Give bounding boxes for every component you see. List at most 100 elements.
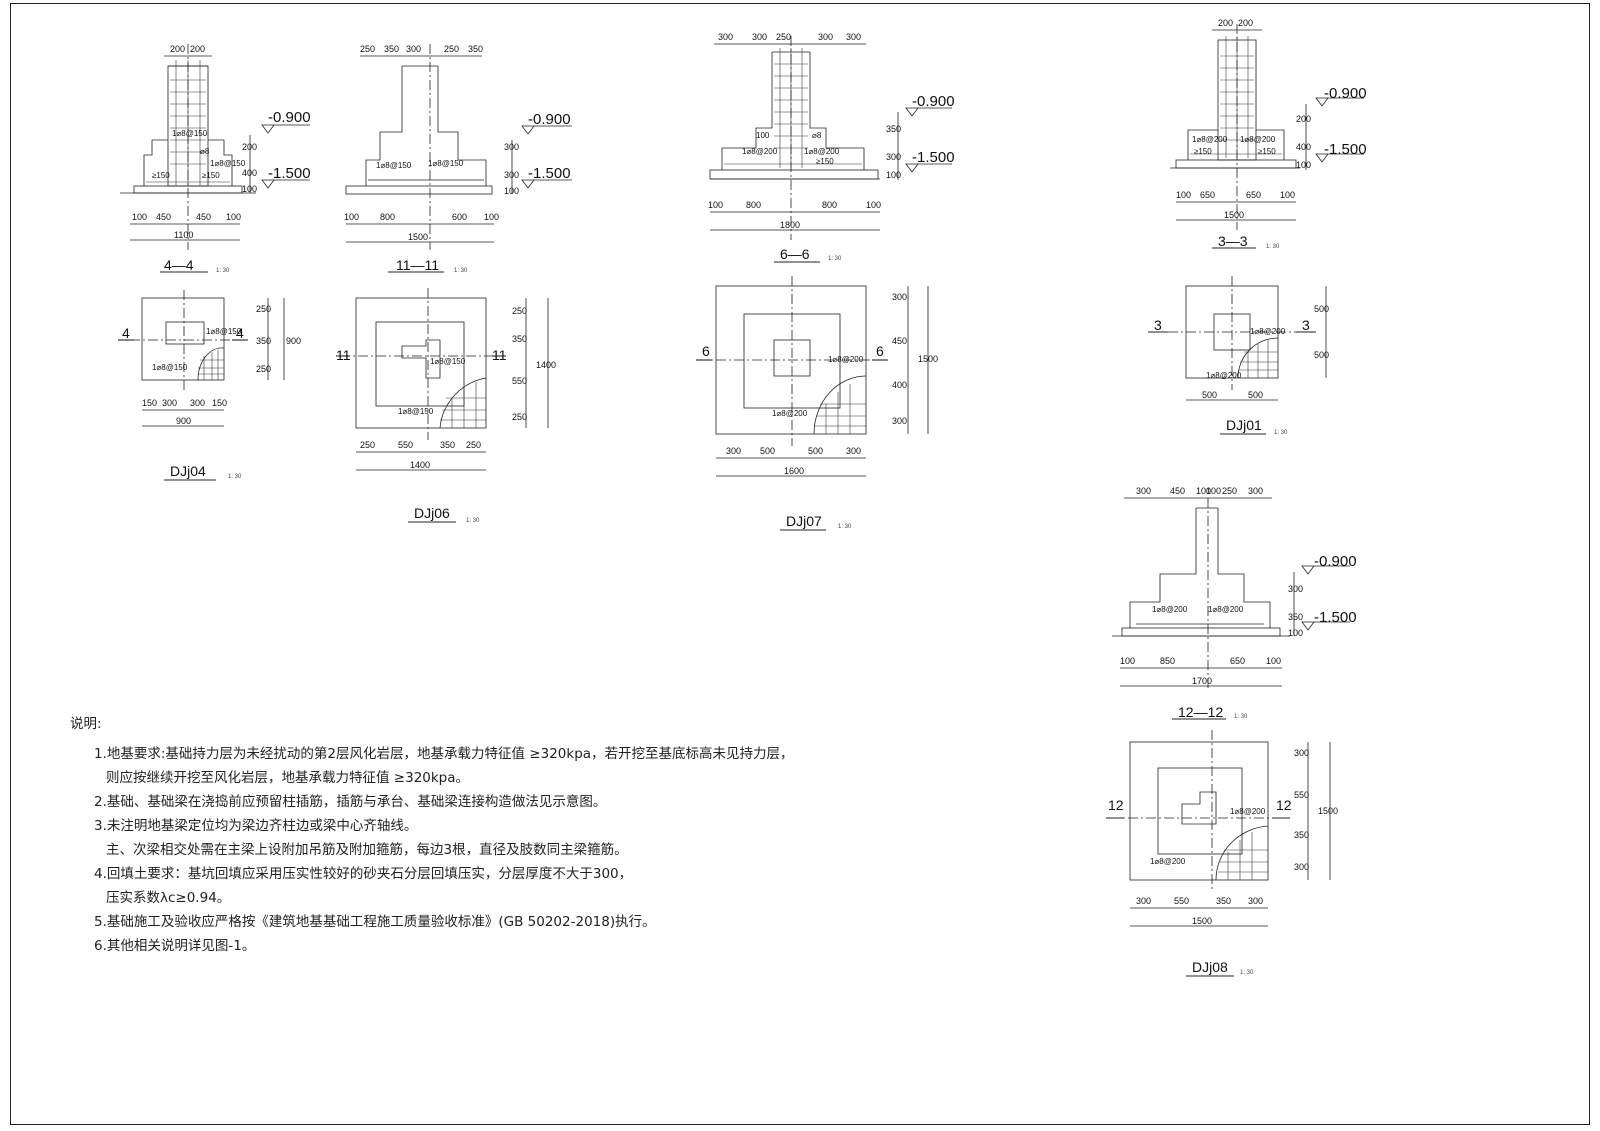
dim-side: 300 <box>886 152 901 162</box>
dim-label: 800 <box>822 200 837 210</box>
dim-side: 400 <box>892 380 907 390</box>
note-line: 2.基础、基础梁在浇捣前应预留柱插筋，插筋与承台、基础梁连接构造做法见示意图。 <box>94 794 607 810</box>
rebar-tag: 1⌀8@200 <box>1250 327 1286 336</box>
cut-mark: 6 <box>702 343 710 359</box>
dim-label: 100 <box>132 212 147 222</box>
section-4-4 <box>120 44 310 250</box>
scale-label: 1: 30 <box>1266 244 1280 250</box>
dim-label: 200 <box>190 44 205 54</box>
elevation-label: -1.500 <box>912 149 955 166</box>
cut-mark: 6 <box>876 343 884 359</box>
dim-label: 650 <box>1200 190 1215 200</box>
dim-label: 150 <box>212 398 227 408</box>
dim-side-total: 1500 <box>918 354 938 364</box>
drawing-frame <box>10 3 1590 1125</box>
rebar-tag: 1⌀8@200 <box>1150 857 1186 866</box>
dim-label: 350 <box>1216 896 1231 906</box>
rebar-tag: ≥150 <box>152 171 170 180</box>
elevation-label: -0.900 <box>528 111 571 128</box>
dim-side: 100 <box>1288 628 1303 638</box>
rebar-tag: 1⌀8@150 <box>172 129 208 138</box>
dim-label: 250 <box>1222 486 1237 496</box>
dim-label: 300 <box>1136 896 1151 906</box>
dim-label: 300 <box>726 446 741 456</box>
dim-total: 1500 <box>1224 210 1244 220</box>
elevation-label: -1.500 <box>1314 609 1357 626</box>
cut-mark: 4 <box>122 325 130 341</box>
scale-label: 1: 30 <box>228 474 242 480</box>
rebar-tag: 1⌀8@150 <box>152 363 188 372</box>
cut-mark: 11 <box>336 347 351 363</box>
rebar-tag: 1⌀8@200 <box>1192 135 1228 144</box>
plan-djj07 <box>698 276 929 477</box>
dim-label: 300 <box>718 32 733 42</box>
note-line: 1.地基要求:基础持力层为未经扰动的第2层风化岩层，地基承载力特征值 ≥320k… <box>94 746 794 762</box>
dim-side: 100 <box>1296 160 1311 170</box>
dim-side: 100 <box>242 184 257 194</box>
rebar-tag: 1⌀8@150 <box>398 407 434 416</box>
dim-label: 450 <box>1170 486 1185 496</box>
section-title: 3—3 <box>1218 233 1248 249</box>
section-title: 12—12 <box>1178 704 1223 720</box>
dim-label: 250 <box>444 44 459 54</box>
dim-label: 100 <box>344 212 359 222</box>
dim-side: 400 <box>242 168 257 178</box>
dim-side: 250 <box>512 306 527 316</box>
scale-label: 1: 30 <box>1274 430 1288 436</box>
dim-label: 100 <box>1176 190 1191 200</box>
design-notes: 说明: 1.地基要求:基础持力层为未经扰动的第2层风化岩层，地基承载力特征值 ≥… <box>70 712 794 958</box>
dim-side: 200 <box>1296 114 1311 124</box>
dim-side: 300 <box>1294 862 1309 872</box>
dim-label: 100 <box>484 212 499 222</box>
cut-mark: 4 <box>236 325 244 341</box>
dim-label: 100 <box>1266 656 1281 666</box>
dim-label: 250 <box>466 440 481 450</box>
cut-mark: 12 <box>1276 797 1292 813</box>
dim-label: 200 <box>1238 18 1253 28</box>
rebar-tag: ≥150 <box>1258 147 1276 156</box>
elevation-label: -1.500 <box>268 165 311 182</box>
dim-label: 100 <box>1280 190 1295 200</box>
dim-label: 300 <box>190 398 205 408</box>
dim-label: 300 <box>162 398 177 408</box>
dim-label: 200 <box>170 44 185 54</box>
scale-label: 1: 30 <box>1234 714 1248 720</box>
note-line: 4.回填土要求：基坑回填应采用压实性较好的砂夹石分层回填压实，分层厚度不大于30… <box>94 866 633 882</box>
rebar-tag: 1⌀8@200 <box>804 147 840 156</box>
dim-label: 350 <box>384 44 399 54</box>
dim-label: 300 <box>1248 896 1263 906</box>
rebar-tag: 1⌀8@200 <box>742 147 778 156</box>
dim-label: 500 <box>760 446 775 456</box>
plan-djj01 <box>1168 276 1327 401</box>
dim-total: 900 <box>176 416 191 426</box>
dim-side: 300 <box>892 416 907 426</box>
scale-label: 1: 30 <box>1240 970 1254 976</box>
dim-side: 300 <box>1288 584 1303 594</box>
rebar-tag: 1⌀8@200 <box>1240 135 1276 144</box>
plan-djj04 <box>130 290 285 427</box>
dim-label: 300 <box>846 32 861 42</box>
rebar-tag: ⌀8 <box>200 147 210 156</box>
dim-total: 1600 <box>784 466 804 476</box>
dim-side: 200 <box>242 142 257 152</box>
dim-side: 100 <box>886 170 901 180</box>
dim-total: 1500 <box>408 232 428 242</box>
scale-label: 1: 30 <box>466 518 480 524</box>
rebar-tag: ≥150 <box>1194 147 1212 156</box>
dim-label: 850 <box>1160 656 1175 666</box>
dim-side: 250 <box>256 304 271 314</box>
dim-label: 550 <box>1174 896 1189 906</box>
dim-label: 200 <box>1218 18 1233 28</box>
rebar-tag: 1⌀8@200 <box>772 409 808 418</box>
cut-mark: 12 <box>1108 797 1124 813</box>
dim-total: 1500 <box>1192 916 1212 926</box>
rebar-tag: ≥150 <box>816 157 834 166</box>
dim-label: 350 <box>440 440 455 450</box>
elevation-label: -0.900 <box>268 109 311 126</box>
section-12-12 <box>1112 497 1350 690</box>
note-line: 5.基础施工及验收应严格按《建筑地基基础工程施工质量验收标准》(GB 50202… <box>94 914 656 930</box>
section-title: 4—4 <box>164 257 194 273</box>
dim-label: 800 <box>746 200 761 210</box>
dim-label: 100 <box>226 212 241 222</box>
dim-label: 650 <box>1230 656 1245 666</box>
